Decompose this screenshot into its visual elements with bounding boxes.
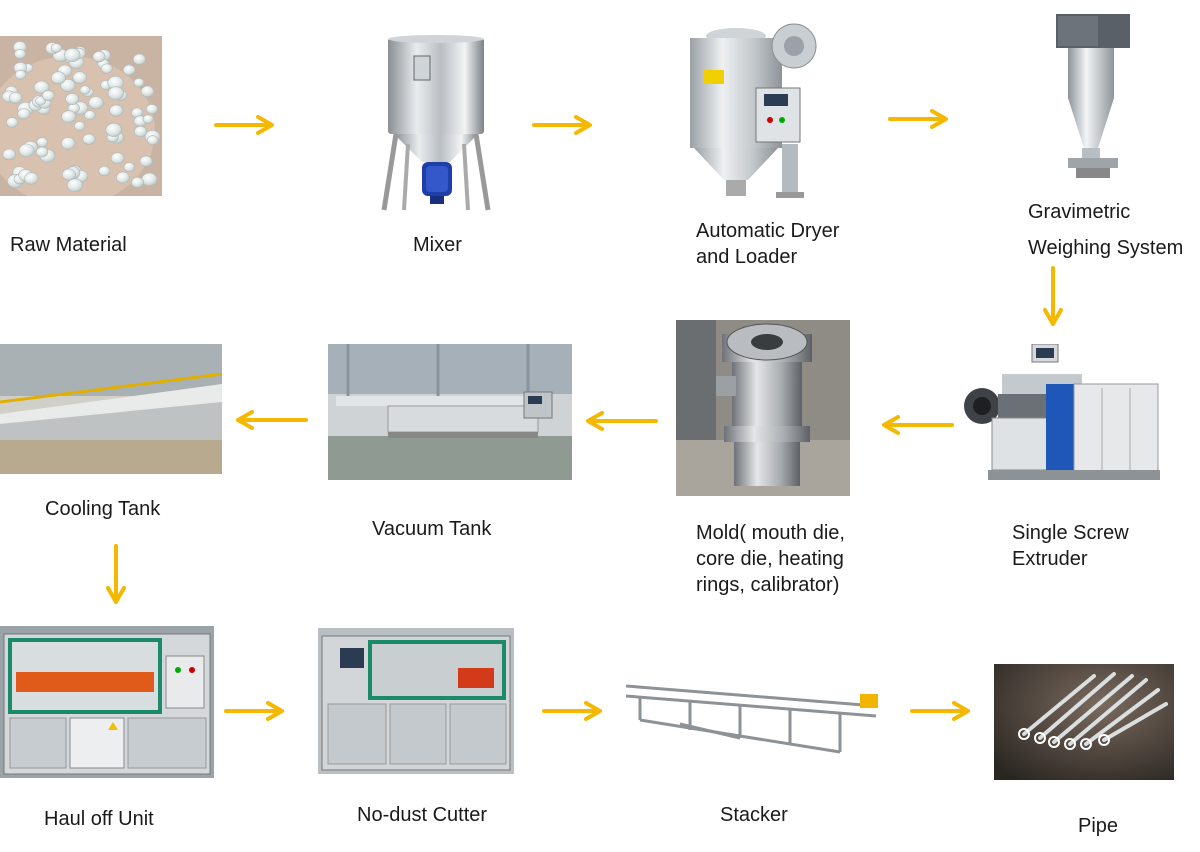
label-mold: Mold( mouth die, core die, heating rings… [696,522,845,596]
label-cooling-tank: Cooling Tank [45,498,161,520]
cooling-tank-photo [0,344,222,474]
arrow-left-icon [880,414,954,436]
arrow-left-icon [234,409,308,431]
label-pipe: Pipe [1078,815,1119,837]
arrow-down-icon [1042,266,1064,328]
extruder-photo [962,344,1166,484]
arrow-right-icon [910,700,972,722]
label-dryer-loader: Automatic Dryer and Loader [696,220,840,268]
dryer-loader-photo [682,20,824,204]
label-haul-off: Haul off Unit [44,808,154,830]
arrow-right-icon [888,108,950,130]
raw-material-photo [0,36,162,196]
arrow-down-icon [105,544,127,606]
arrow-left-icon [584,410,658,432]
label-extruder: Single Screw Extruder [1012,522,1129,570]
arrow-right-icon [532,114,594,136]
label-vacuum-tank: Vacuum Tank [372,518,492,540]
label-stacker: Stacker [720,804,788,826]
label-cutter: No-dust Cutter [357,804,488,826]
haul-off-photo [0,626,214,778]
label-raw-material: Raw Material [10,234,127,256]
arrow-right-icon [224,700,286,722]
label-mixer: Mixer [413,234,462,256]
arrow-right-icon [214,114,276,136]
label-gravimetric: Gravimetric Weighing System [1028,201,1184,259]
cutter-photo [318,628,514,774]
gravimetric-photo [1054,8,1132,184]
pipe-photo [994,664,1174,780]
stacker-photo [620,680,882,762]
vacuum-tank-photo [328,344,572,480]
mixer-photo [380,34,492,216]
mold-photo [676,320,850,496]
arrow-right-icon [542,700,604,722]
